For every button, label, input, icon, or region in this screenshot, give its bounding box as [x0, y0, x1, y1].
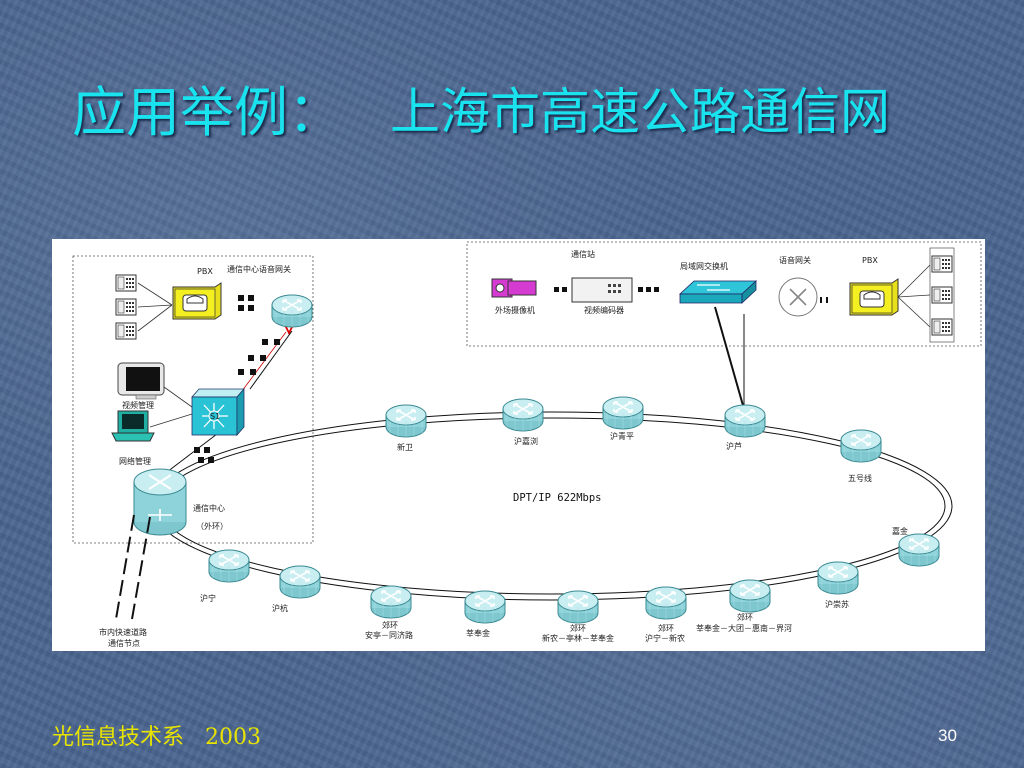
phone-icon [115, 322, 137, 340]
node-label: 新卫 [397, 442, 413, 452]
router-huhang [279, 565, 321, 599]
router-jiajin [898, 533, 940, 567]
city-node-link [115, 514, 151, 620]
center-router-icon [133, 468, 187, 536]
station-phone-icon [931, 255, 953, 273]
router-suburb-c [557, 590, 599, 624]
switch-s1-icon [191, 387, 245, 437]
router-xinwei [385, 404, 427, 438]
router-hujiarun [502, 398, 544, 432]
voice-gateway-icon [778, 277, 818, 317]
slide-title: 应用举例： 上海市高速公路通信网 [72, 68, 992, 144]
station-pbx-icon [849, 278, 899, 316]
pbx-label: PBX [197, 267, 213, 276]
router-huchongsu [817, 561, 859, 595]
link-dots [194, 295, 280, 463]
phone-icon [115, 274, 137, 292]
router-wuhaoxian [840, 429, 882, 463]
city-node-label: 市内快速道路 [99, 627, 147, 637]
title-main: 应用举例： [72, 81, 342, 144]
node-label: 郊环 [382, 620, 398, 630]
gateway-label: 通信中心语音网关 [227, 264, 291, 274]
node-label: 沪宁 [200, 593, 216, 603]
footer-dept: 光信息技术系 [52, 725, 185, 750]
video-mgmt-label: 视频管理 [122, 400, 154, 410]
diagram-canvas: S1 PBX 通信中心语音网关 视频管理 网络管理 通信中心 （外环） 通信站 … [72, 241, 982, 648]
station-phone-icon [931, 286, 953, 304]
router-suburb-d [370, 585, 412, 619]
node-label: 莘奉金 [466, 628, 490, 638]
node-label: 沪青平 [610, 431, 634, 441]
node-label: 沪杭 [272, 603, 288, 613]
voice-gateway-router-icon [271, 294, 313, 328]
router-suburb-b [645, 586, 687, 620]
node-label: 嘉金 [892, 526, 908, 536]
footer-department: 光信息技术系 2003 [52, 719, 261, 751]
station-title: 通信站 [571, 249, 595, 259]
page-number: 30 [938, 726, 957, 745]
center-sub-label: （外环） [196, 521, 228, 531]
node-label: 沪宁－新农 [645, 633, 685, 643]
footer-year: 2003 [205, 725, 262, 750]
s1-label: S1 [210, 412, 220, 421]
station-phone-icon [931, 318, 953, 336]
node-label: 沪崇苏 [825, 599, 849, 609]
network-diagram: S1 PBX 通信中心语音网关 视频管理 网络管理 通信中心 （外环） 通信站 … [52, 239, 985, 651]
pbx-icon [172, 282, 222, 320]
node-label: 郊环 [570, 623, 586, 633]
node-label: 莘奉金－大团－惠南－界河 [696, 623, 792, 633]
router-huqingping [602, 396, 644, 430]
router-xinfengjin [464, 590, 506, 624]
node-label: 五号线 [848, 473, 872, 483]
center-label: 通信中心 [193, 503, 225, 513]
link-dots [554, 287, 828, 303]
station-gateway-label: 语音网关 [779, 255, 811, 265]
node-label: 安亭－同济路 [365, 630, 413, 640]
router-hulu [724, 404, 766, 438]
node-label: 新农－亭林－莘奉金 [542, 633, 614, 643]
encoder-label: 视频编码器 [584, 305, 624, 315]
laptop-icon [111, 410, 155, 442]
ring-label: DPT/IP 622Mbps [513, 492, 602, 504]
camera-icon [491, 278, 537, 298]
router-huning [208, 549, 250, 583]
lan-switch-label: 局域网交换机 [680, 261, 728, 271]
station-pbx-label: PBX [862, 256, 878, 265]
node-label: 郊环 [737, 612, 753, 622]
city-node-label: 通信节点 [108, 638, 140, 648]
video-encoder-icon [571, 277, 633, 303]
camera-label: 外场摄像机 [495, 305, 535, 315]
phone-icon [115, 298, 137, 316]
monitor-icon [117, 362, 165, 400]
node-label: 郊环 [658, 623, 674, 633]
router-suburb-a [729, 579, 771, 613]
net-mgmt-label: 网络管理 [119, 456, 151, 466]
node-label: 沪嘉浏 [514, 436, 538, 446]
title-sub: 上海市高速公路通信网 [390, 83, 890, 141]
node-label: 沪芦 [726, 441, 742, 451]
